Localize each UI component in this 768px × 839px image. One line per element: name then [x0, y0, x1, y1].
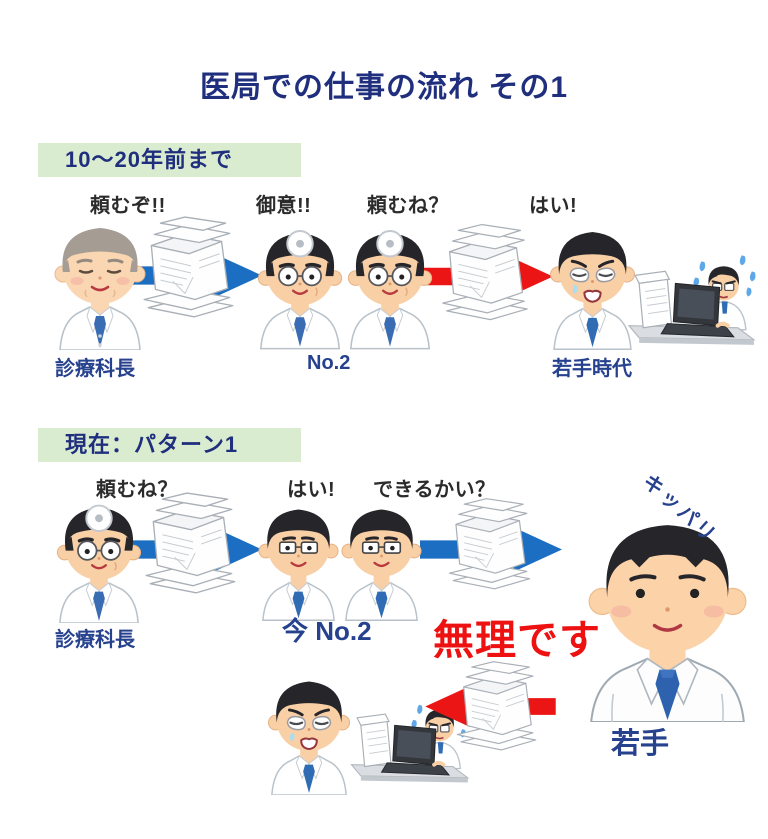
role-label-chief-past: 診療科長	[55, 358, 135, 380]
role-label-no2-past: No.2	[307, 352, 351, 374]
young-doctor-glasses-illustration	[254, 491, 343, 621]
role-label-young-past: 若手時代	[552, 358, 632, 380]
role-label-no2-present: 今 No.2	[282, 616, 372, 646]
head-mirror-doctor-illustration	[44, 486, 154, 623]
head-mirror-doctor-illustration	[341, 210, 439, 350]
speech-chief-past: 頼むぞ!!	[90, 195, 166, 217]
young-doctor-sad-illustration	[261, 662, 357, 795]
speech-young-reply-past: はい!	[529, 195, 578, 217]
speech-no2-request-present: できるかい？	[373, 479, 496, 501]
refusal-text: 無理です	[433, 617, 601, 663]
speech-no2-reply-past: 御意!!	[256, 195, 312, 217]
speech-no2-reply-present: はい!	[287, 479, 336, 501]
paper-stack-illustration	[437, 220, 534, 330]
young-doctor-glasses-illustration	[337, 491, 426, 621]
section-header-present: 現在：パターン1	[38, 428, 301, 462]
section-header-past: 10～20年前まで	[38, 143, 301, 177]
paper-stack-illustration	[140, 490, 242, 602]
page-title: 医局での仕事の流れ その1	[199, 71, 569, 104]
elderly-chief-doctor-illustration	[44, 212, 156, 350]
overworked-doctor-at-laptop-illustration	[621, 243, 767, 351]
role-label-chief-present: 診療科長	[55, 629, 135, 651]
paper-stack-illustration	[447, 659, 547, 758]
paper-stack-illustration	[444, 494, 536, 599]
head-mirror-doctor-illustration	[251, 210, 349, 350]
speech-chief-present: 頼むね？	[96, 479, 178, 501]
speech-no2-request-past: 頼むね？	[367, 195, 449, 217]
role-label-young-present: 若手	[611, 728, 670, 760]
